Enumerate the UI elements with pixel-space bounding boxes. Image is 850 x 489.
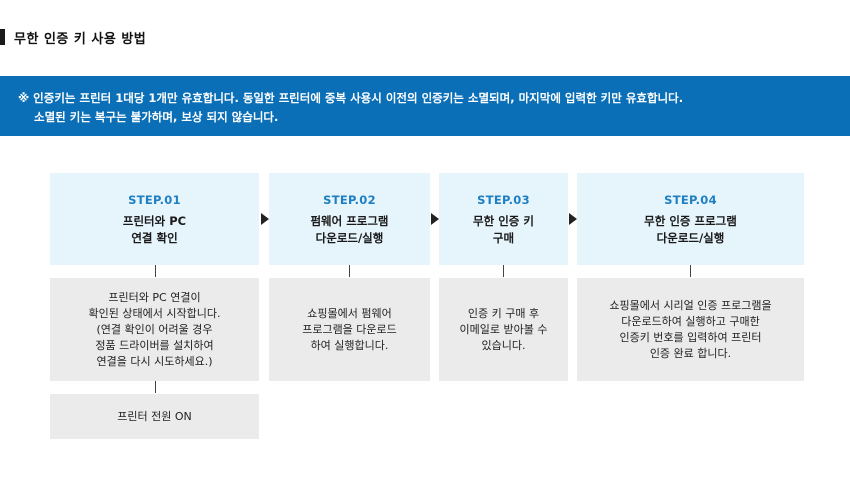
desc-line: 인증키 번호를 입력하여 프린터 (619, 330, 762, 344)
step-title: 무한 인증 프로그램 다운로드/실행 (577, 213, 804, 247)
step-title: 프린터와 PC 연결 확인 (50, 213, 259, 247)
arrow-right-icon (261, 213, 269, 225)
step-box-2: STEP.02 펌웨어 프로그램 다운로드/실행 (269, 173, 430, 265)
step-title: 펌웨어 프로그램 다운로드/실행 (269, 213, 430, 247)
step-number: STEP.01 (128, 193, 181, 207)
connector-line (503, 265, 504, 277)
step-number: STEP.02 (323, 193, 376, 207)
connector-line (155, 381, 156, 393)
connector-line (155, 265, 156, 277)
step-desc-4: 쇼핑몰에서 시리얼 인증 프로그램을 다운로드하여 실행하고 구매한 인증키 번… (577, 278, 804, 381)
page-title-text: 무한 인증 키 사용 방법 (14, 31, 147, 47)
desc-line: 인증 완료 합니다. (649, 346, 732, 360)
desc-line: (연결 확인이 어려울 경우 (96, 322, 213, 336)
desc-line: 확인된 상태에서 시작합니다. (88, 306, 221, 320)
desc-line: 프로그램을 다운로드 (302, 322, 397, 336)
step-title-line: 무한 인증 키 (473, 214, 534, 228)
desc-line: 인증 키 구매 후 (467, 306, 540, 320)
step-title-line: 다운로드/실행 (315, 231, 384, 245)
page-title: 무한 인증 키 사용 방법 (0, 28, 147, 47)
connector-line (690, 265, 691, 277)
step-title-line: 구매 (492, 231, 515, 245)
step-box-4: STEP.04 무한 인증 프로그램 다운로드/실행 (577, 173, 804, 265)
step-number: STEP.04 (664, 193, 717, 207)
desc-line: 쇼핑몰에서 시리얼 인증 프로그램을 (609, 298, 772, 312)
step-desc-3: 인증 키 구매 후 이메일로 받아볼 수 있습니다. (439, 278, 568, 381)
desc-line: 연결을 다시 시도하세요.) (96, 354, 213, 368)
step-title-line: 다운로드/실행 (656, 231, 725, 245)
connector-line (349, 265, 350, 277)
step-title: 무한 인증 키 구매 (439, 213, 568, 247)
step-box-3: STEP.03 무한 인증 키 구매 (439, 173, 568, 265)
desc-line: 프린터 전원 ON (117, 409, 192, 423)
arrow-right-icon (431, 213, 439, 225)
step-desc-1: 프린터와 PC 연결이 확인된 상태에서 시작합니다. (연결 확인이 어려울 … (50, 278, 259, 381)
desc-line: 이메일로 받아볼 수 (459, 322, 548, 336)
step-number: STEP.03 (477, 193, 530, 207)
printer-power-on-box: 프린터 전원 ON (50, 394, 259, 439)
step-title-line: 펌웨어 프로그램 (310, 214, 389, 228)
step-title-line: 프린터와 PC (122, 214, 187, 228)
title-marker (0, 29, 5, 45)
desc-line: 하여 실행합니다. (310, 338, 389, 352)
step-desc-2: 쇼핑몰에서 펌웨어 프로그램을 다운로드 하여 실행합니다. (269, 278, 430, 381)
notice-line-2: 소멸된 키는 복구는 불가하며, 보상 되지 않습니다. (34, 110, 279, 124)
desc-line: 프린터와 PC 연결이 (108, 290, 201, 304)
notice-banner: ※ 인증키는 프린터 1대당 1개만 유효합니다. 동일한 프린터에 중복 사용… (0, 76, 850, 136)
step-title-line: 연결 확인 (131, 231, 178, 245)
notice-line-1: ※ 인증키는 프린터 1대당 1개만 유효합니다. 동일한 프린터에 중복 사용… (18, 91, 684, 105)
step-title-line: 무한 인증 프로그램 (644, 214, 737, 228)
desc-line: 쇼핑몰에서 펌웨어 (307, 306, 392, 320)
step-box-1: STEP.01 프린터와 PC 연결 확인 (50, 173, 259, 265)
desc-line: 있습니다. (481, 338, 526, 352)
desc-line: 다운로드하여 실행하고 구매한 (621, 314, 760, 328)
desc-line: 정품 드라이버를 설치하여 (95, 338, 214, 352)
arrow-right-icon (569, 213, 577, 225)
